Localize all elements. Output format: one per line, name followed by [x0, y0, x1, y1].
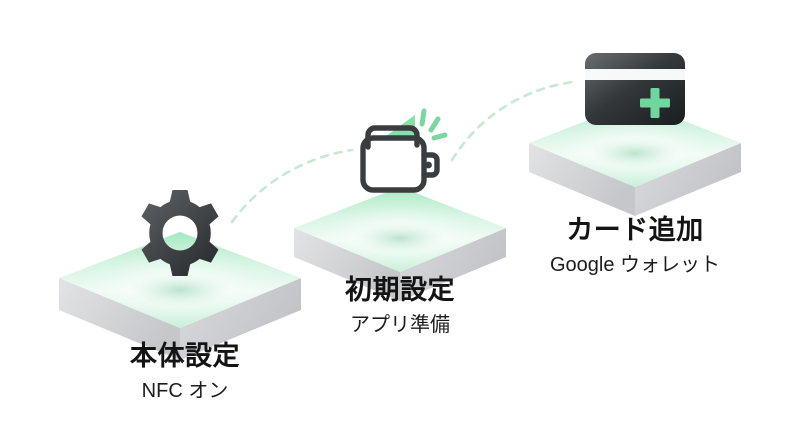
platform-right-face [635, 143, 741, 216]
gear-icon [141, 190, 219, 276]
plus-icon [640, 88, 670, 118]
platform-right-face [400, 228, 506, 301]
wallet-sparkles [419, 108, 448, 141]
step-2-subtitle: アプリ準備 [350, 314, 450, 336]
step-1-platform [59, 232, 301, 360]
wallet-icon [360, 108, 448, 193]
wallet-clasp-dot [425, 161, 432, 169]
step-3-platform [529, 102, 741, 216]
step-1: 本体設定 NFC オン [55, 185, 315, 415]
step-3-caption: カード追加 Google ウォレット [525, 215, 745, 276]
platform-right-face [180, 278, 301, 360]
connector-1-2-path [230, 148, 354, 224]
icon-contact-shadow [589, 138, 681, 168]
step-1-title: 本体設定 [130, 341, 240, 371]
platform-left-face [59, 278, 180, 360]
step-3-title: カード追加 [566, 215, 704, 245]
icon-contact-shadow [128, 273, 232, 307]
connector-2-3-path [450, 80, 574, 162]
step-3: カード追加 Google ウォレット [525, 50, 750, 285]
platform-left-face [294, 228, 400, 301]
step-1-subtitle: NFC オン [141, 380, 229, 402]
card-sheen [585, 53, 685, 125]
step-3-subtitle: Google ウォレット [549, 254, 721, 276]
step-2-title: 初期設定 [345, 275, 455, 305]
step-1-caption: 本体設定 NFC オン [55, 341, 315, 402]
step-2-platform [294, 187, 506, 301]
platform-left-face [529, 143, 635, 216]
step-2: 初期設定 アプリ準備 [290, 105, 515, 345]
add-card-icon [585, 53, 685, 125]
step-2-caption: 初期設定 アプリ準備 [290, 275, 510, 336]
icon-contact-shadow [354, 223, 446, 253]
gear-body [141, 190, 219, 276]
wallet-body [360, 125, 440, 193]
